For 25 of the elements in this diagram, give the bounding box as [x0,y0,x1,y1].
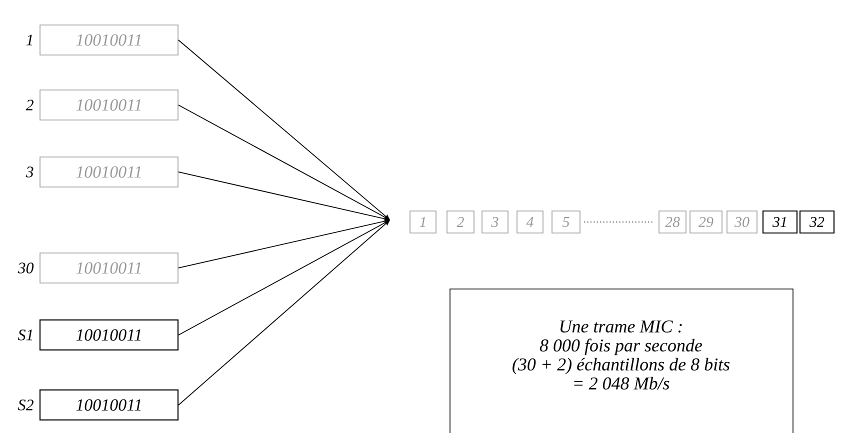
channel-box: 10010011 [39,389,179,421]
time-slot-box: 29 [690,210,722,234]
channel-number: S1 [18,330,32,340]
channel-box: 10010011 [40,90,178,120]
channel-box: 10010011 [40,24,178,56]
time-slot-box: 31 [762,210,798,234]
channel-number: 3 [26,166,34,178]
channel-number: 2 [26,100,34,110]
time-slot-box: 1 [410,210,436,234]
time-slot-box: 5 [552,210,580,234]
channel-number: 1 [26,34,32,46]
time-slot-box: 2 [446,210,474,234]
channel-box: 10010011 [40,156,178,188]
info-box: Une trame MIC : 8 000 fois par seconde (30 + 2) échantillons de 8 bits = 2 048 Mb/s [450,288,794,433]
time-slot-box: 30 [726,210,758,234]
channel-box: 10010011 [40,252,178,284]
connector-arrow [178,220,390,406]
channel-box: 10010011 [39,319,179,351]
time-slot-box: 28 [658,210,686,234]
time-slot-box: 4 [516,210,544,234]
channel-number: 30 [18,262,34,274]
time-slot-box: 32 [799,210,835,234]
connector-arrow [178,40,390,220]
channel-number: S2 [18,400,34,410]
time-slot-box: 3 [482,210,508,234]
